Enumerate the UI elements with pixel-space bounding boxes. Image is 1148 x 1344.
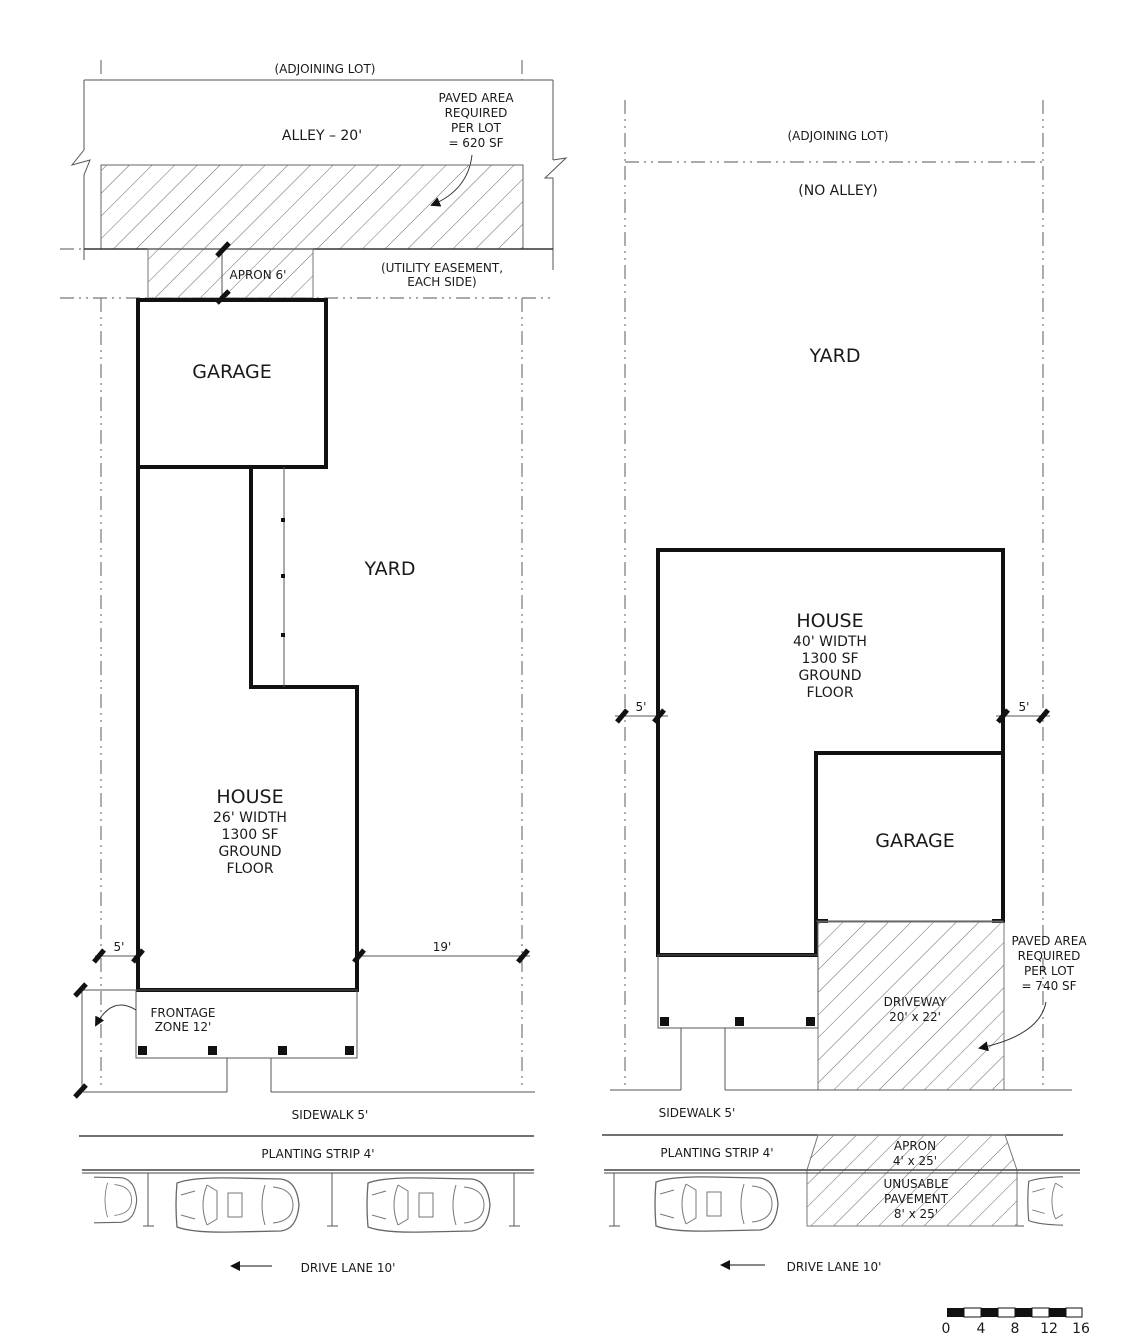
svg-text:PER LOT: PER LOT <box>451 121 502 135</box>
svg-text:DRIVEWAY: DRIVEWAY <box>884 995 947 1009</box>
frontage-arrow-icon <box>95 1004 137 1027</box>
scale-tick-16: 16 <box>1072 1321 1090 1337</box>
svg-text:APRON: APRON <box>894 1139 936 1153</box>
svg-text:= 740 SF: = 740 SF <box>1021 979 1076 993</box>
driveway-label: DRIVEWAY 20' x 22' <box>884 995 947 1024</box>
paved-area-arrow-icon-right <box>978 1001 1047 1052</box>
svg-text:40' WIDTH: 40' WIDTH <box>793 634 867 650</box>
car-icon <box>175 1177 300 1233</box>
scale-tick-8: 8 <box>1011 1321 1020 1337</box>
svg-text:26' WIDTH: 26' WIDTH <box>213 810 287 826</box>
svg-text:FLOOR: FLOOR <box>226 861 273 877</box>
unusable-pavement-area <box>806 1169 1018 1227</box>
svg-text:EACH SIDE): EACH SIDE) <box>407 275 476 289</box>
driveway-area <box>817 921 1005 1091</box>
sidewalk-label-left: SIDEWALK 5' <box>292 1108 369 1122</box>
svg-text:REQUIRED: REQUIRED <box>1018 949 1081 963</box>
garage-label-left: GARAGE <box>192 361 272 383</box>
svg-text:PER LOT: PER LOT <box>1024 964 1075 978</box>
planting-strip-label-left: PLANTING STRIP 4' <box>261 1147 374 1161</box>
scale-tick-4: 4 <box>977 1321 986 1337</box>
svg-text:= 620 SF: = 620 SF <box>448 136 503 150</box>
drive-lane-label-right: DRIVE LANE 10' <box>787 1260 882 1274</box>
dim-left-setback-right: 5' <box>636 700 647 714</box>
utility-easement-note: (UTILITY EASEMENT, EACH SIDE) <box>381 261 503 289</box>
svg-text:FRONTAGE: FRONTAGE <box>151 1006 216 1020</box>
left-adjoining-lot-label: (ADJOINING LOT) <box>275 62 376 76</box>
svg-text:PAVEMENT: PAVEMENT <box>884 1192 949 1206</box>
svg-text:FLOOR: FLOOR <box>806 685 853 701</box>
break-line-right <box>543 157 568 270</box>
svg-text:GROUND: GROUND <box>218 844 281 860</box>
no-alley-label: (NO ALLEY) <box>798 183 877 199</box>
scale-tick-0: 0 <box>942 1321 951 1337</box>
apron-label-right: APRON 4' x 25' <box>893 1139 937 1168</box>
break-line-left <box>70 149 91 260</box>
svg-text:GROUND: GROUND <box>798 668 861 684</box>
car-icon <box>366 1177 491 1233</box>
house-label-right: HOUSE 40' WIDTH 1300 SF GROUND FLOOR <box>793 610 867 701</box>
svg-text:4' x 25': 4' x 25' <box>893 1154 937 1168</box>
frontage-zone-label: FRONTAGE ZONE 12' <box>151 1006 216 1034</box>
svg-text:REQUIRED: REQUIRED <box>445 106 508 120</box>
svg-text:PAVED AREA: PAVED AREA <box>1011 934 1087 948</box>
svg-text:1300 SF: 1300 SF <box>801 651 858 667</box>
svg-text:1300 SF: 1300 SF <box>221 827 278 843</box>
planting-strip-label-right: PLANTING STRIP 4' <box>660 1146 773 1160</box>
scale-bar: 0 4 8 12 16 <box>942 1307 1090 1337</box>
car-icon <box>654 1176 779 1232</box>
car-icon <box>1027 1176 1063 1226</box>
svg-text:ZONE 12': ZONE 12' <box>155 1020 212 1034</box>
garage-label-right: GARAGE <box>875 830 955 852</box>
paved-area-note-right: PAVED AREA REQUIRED PER LOT = 740 SF <box>978 934 1087 1052</box>
alley-label: ALLEY – 20' <box>282 128 362 144</box>
right-plan: (ADJOINING LOT) (NO ALLEY) YARD HOUSE 40… <box>602 100 1087 1274</box>
svg-text:HOUSE: HOUSE <box>216 786 283 808</box>
svg-text:(UTILITY EASEMENT,: (UTILITY EASEMENT, <box>381 261 503 275</box>
svg-text:20' x 22': 20' x 22' <box>889 1010 941 1024</box>
dim-right-setback-right: 5' <box>1019 700 1030 714</box>
apron-area-left <box>147 248 314 299</box>
svg-text:HOUSE: HOUSE <box>796 610 863 632</box>
garage-left <box>136 298 328 469</box>
dim-left-setback: 5' <box>114 940 125 954</box>
apron-label-left: APRON 6' <box>230 268 287 282</box>
svg-text:PAVED AREA: PAVED AREA <box>438 91 514 105</box>
alley-paved-area <box>100 164 524 250</box>
left-plan: (ADJOINING LOT) ALLEY – 20' PAVED AREA R… <box>60 60 568 1275</box>
svg-text:UNUSABLE: UNUSABLE <box>883 1177 948 1191</box>
house-label-left: HOUSE 26' WIDTH 1300 SF GROUND FLOOR <box>213 786 287 877</box>
car-icon <box>94 1176 138 1224</box>
svg-text:8' x 25': 8' x 25' <box>894 1207 938 1221</box>
yard-label-right: YARD <box>809 345 861 367</box>
unusable-pavement-label: UNUSABLE PAVEMENT 8' x 25' <box>883 1177 948 1221</box>
scale-tick-12: 12 <box>1040 1321 1058 1337</box>
yard-label-left: YARD <box>364 558 416 580</box>
house-outline-left <box>136 465 359 992</box>
sidewalk-label-right: SIDEWALK 5' <box>659 1106 736 1120</box>
dim-right-setback: 19' <box>433 940 452 954</box>
right-adjoining-lot-label: (ADJOINING LOT) <box>788 129 889 143</box>
drive-lane-label-left: DRIVE LANE 10' <box>301 1261 396 1275</box>
